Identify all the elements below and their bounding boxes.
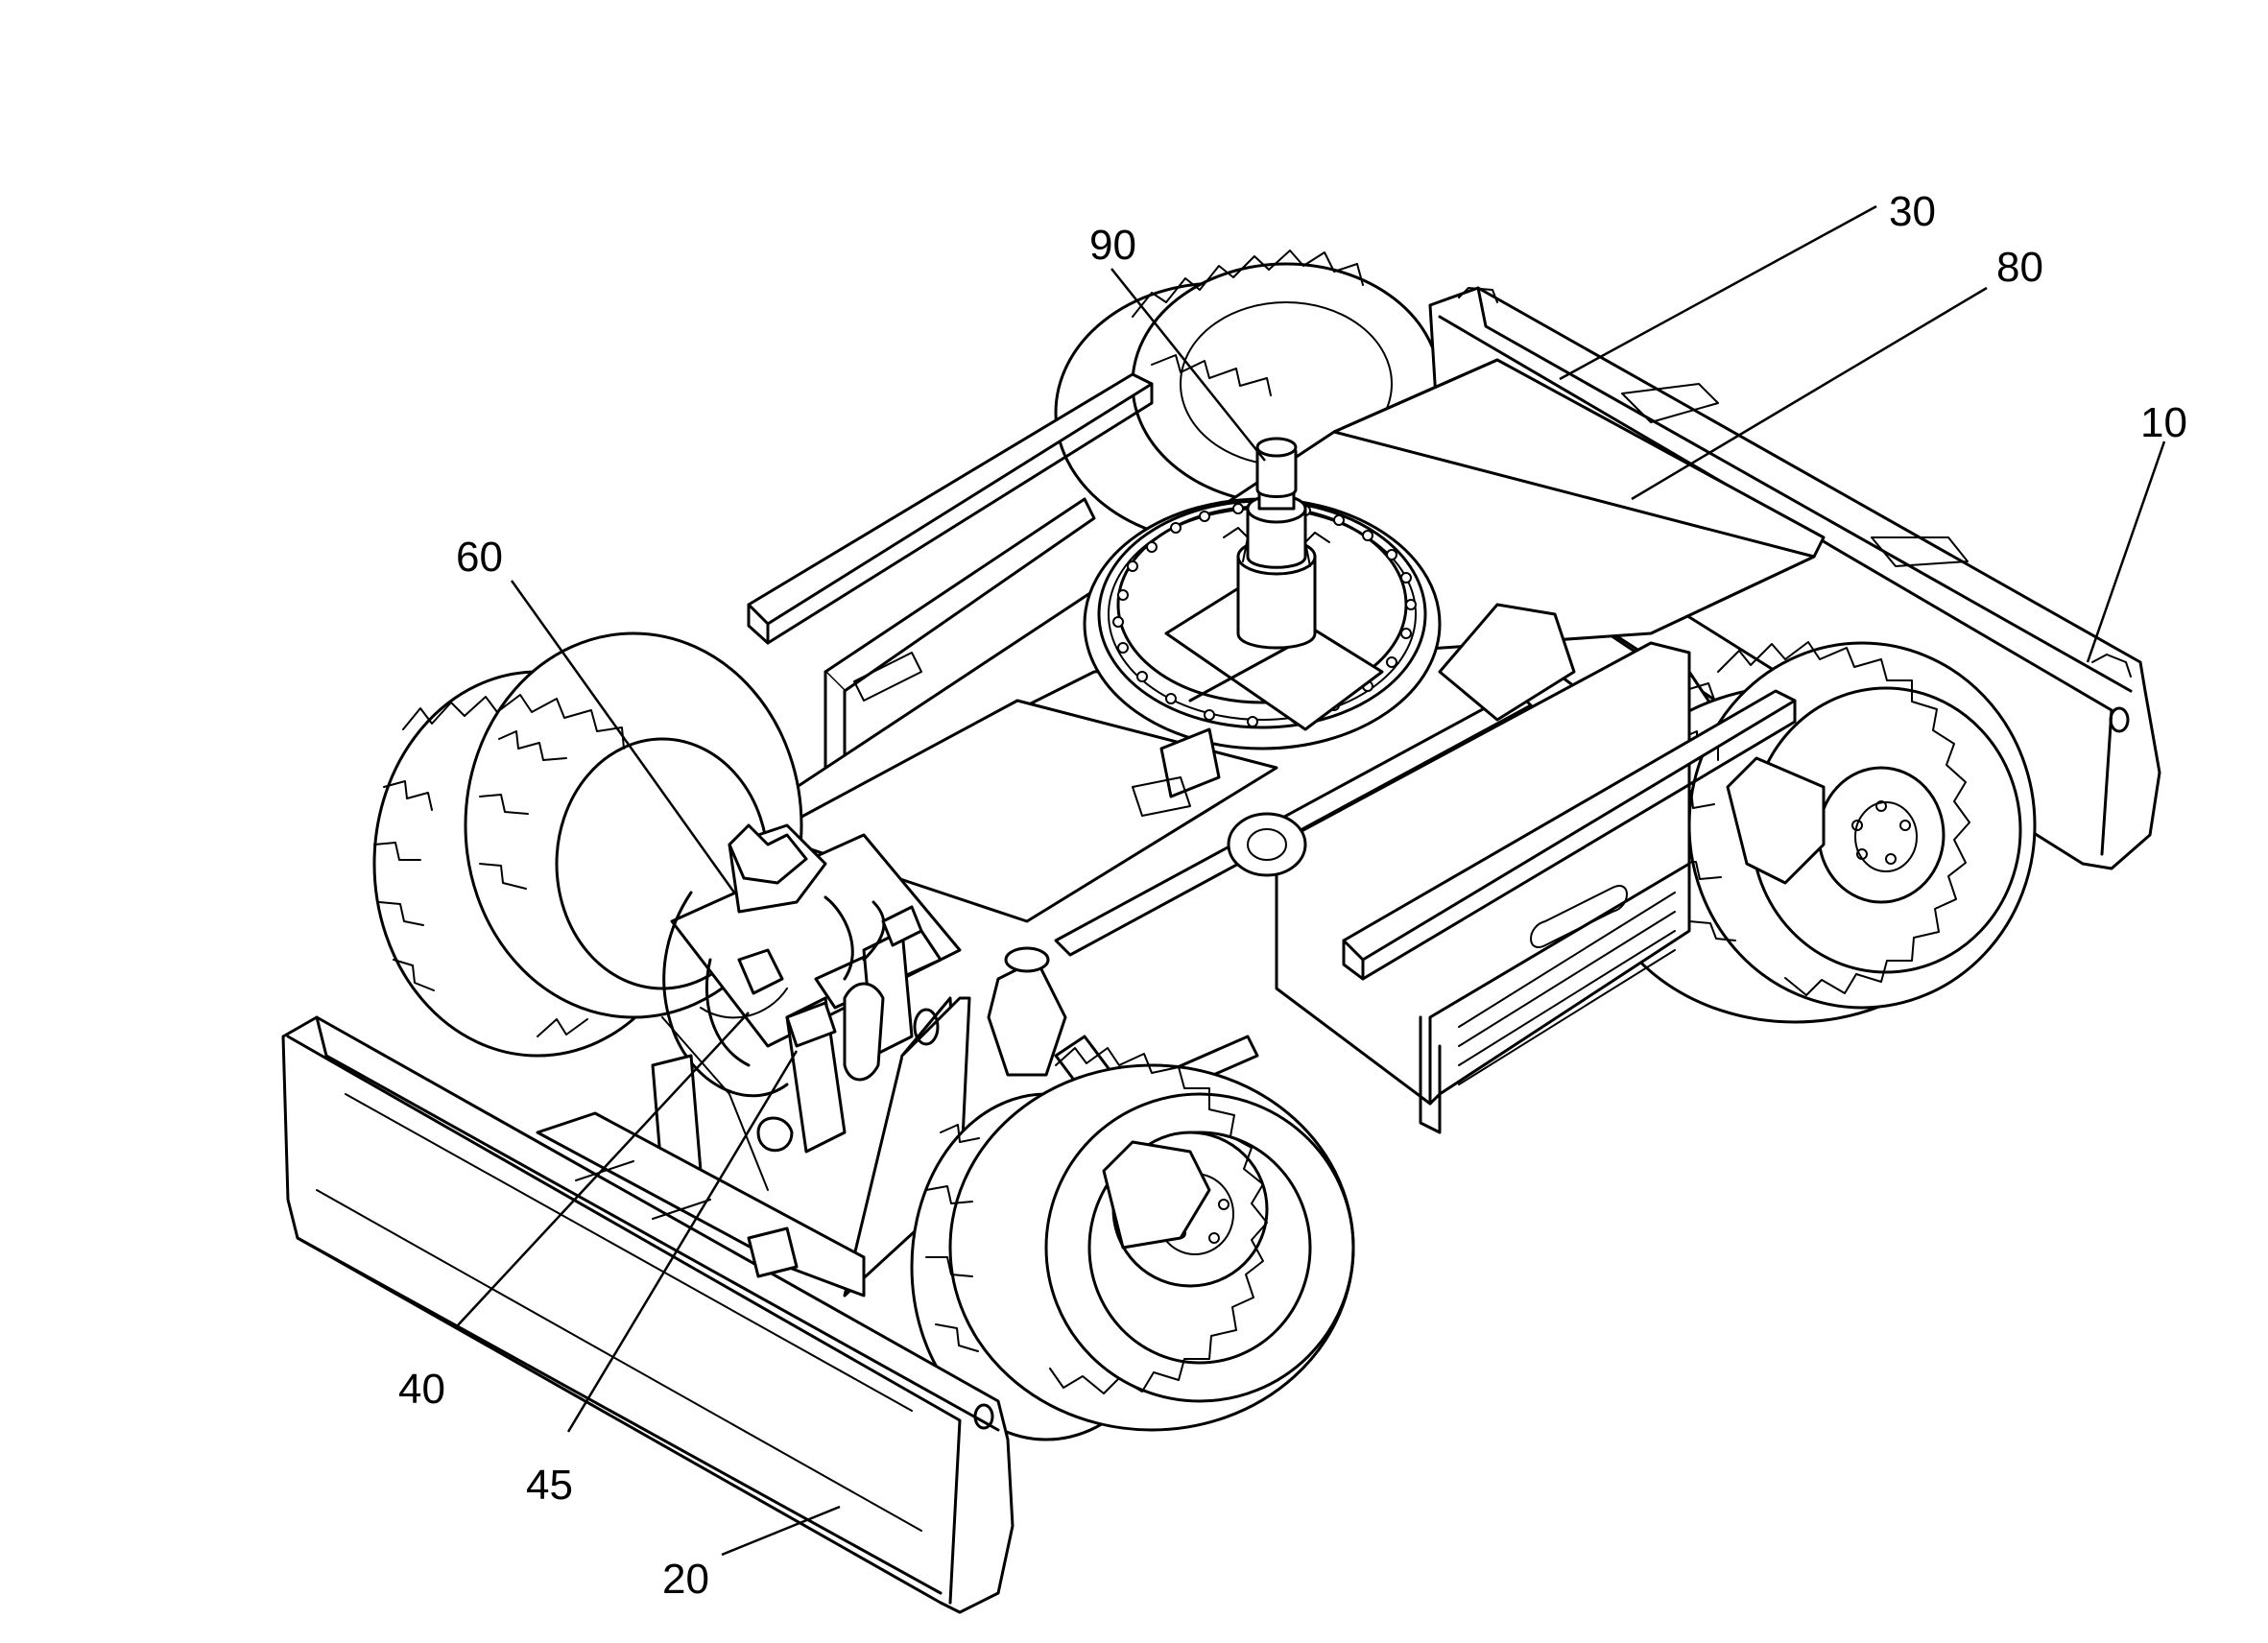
label-40: 40 bbox=[398, 1366, 445, 1413]
front-right-wheel bbox=[910, 1047, 1355, 1441]
reference-numerals: 10 20 30 40 45 60 80 90 bbox=[398, 188, 2187, 1603]
slewing-ring bbox=[1083, 437, 1442, 750]
label-45: 45 bbox=[526, 1462, 573, 1509]
drive-shaft bbox=[1054, 603, 1576, 957]
label-30: 30 bbox=[1889, 188, 1936, 235]
front-axle-assembly bbox=[651, 823, 1259, 1298]
left-side-rail bbox=[747, 372, 1154, 789]
label-20: 20 bbox=[662, 1556, 709, 1603]
label-60: 60 bbox=[456, 534, 503, 581]
label-80: 80 bbox=[1996, 244, 2043, 291]
leader-lines bbox=[456, 204, 2166, 1557]
label-10: 10 bbox=[2140, 399, 2187, 446]
front-blade bbox=[281, 1015, 1015, 1614]
label-90: 90 bbox=[1089, 222, 1136, 269]
